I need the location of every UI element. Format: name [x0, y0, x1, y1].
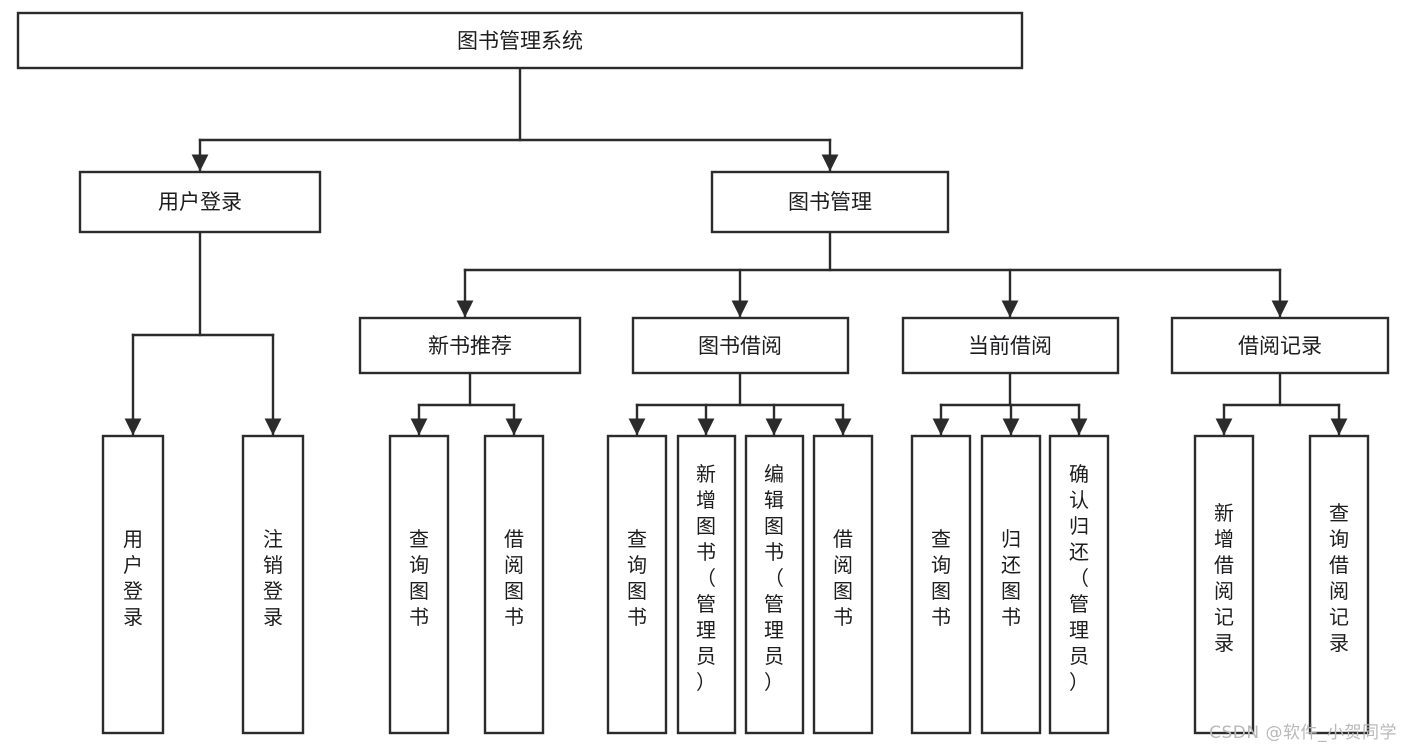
node-login-box[interactable]	[78, 170, 322, 234]
node-leaf-1[interactable]: 用户登录	[101, 434, 165, 735]
node-leaf-12-box[interactable]	[1193, 434, 1255, 735]
node-leaf-5[interactable]: 查询图书	[606, 434, 668, 735]
node-borrow[interactable]: 图书借阅	[631, 316, 850, 375]
node-leaf-11-box[interactable]	[1048, 434, 1110, 735]
node-leaf-5-box[interactable]	[606, 434, 668, 735]
node-leaf-10-box[interactable]	[980, 434, 1042, 735]
node-records-label: 借阅记录	[1238, 334, 1322, 358]
node-leaf-10-label: 归还图书	[1001, 527, 1021, 629]
node-leaf-7-box[interactable]	[744, 434, 805, 735]
node-leaf-5-label: 查询图书	[627, 527, 647, 629]
node-leaf-3-label: 查询图书	[409, 527, 429, 629]
node-leaf-4-box[interactable]	[483, 434, 545, 735]
node-records-box[interactable]	[1170, 316, 1390, 375]
node-login-label: 用户登录	[158, 190, 242, 214]
node-newbook[interactable]: 新书推荐	[358, 316, 582, 375]
node-layer: 图书管理系统 用户登录 图书管理 新书推荐 图书借阅 当前	[16, 11, 1390, 735]
node-records[interactable]: 借阅记录	[1170, 316, 1390, 375]
node-leaf-8-label: 借阅图书	[833, 527, 853, 629]
node-leaf-11[interactable]: 确认归还（管理员）	[1048, 434, 1110, 735]
csdn-watermark: CSDN @软件_小贺同学	[1209, 723, 1397, 743]
node-leaf-9[interactable]: 查询图书	[910, 434, 972, 735]
node-leaf-2-label: 注销登录	[263, 527, 283, 629]
node-bookmgmt-box[interactable]	[710, 170, 950, 234]
node-leaf-1-box[interactable]	[101, 434, 165, 735]
node-root[interactable]: 图书管理系统	[16, 11, 1024, 70]
node-root-box[interactable]	[16, 11, 1024, 70]
node-borrow-box[interactable]	[631, 316, 850, 375]
node-current-label: 当前借阅	[968, 334, 1052, 358]
node-borrow-label: 图书借阅	[698, 334, 782, 358]
node-leaf-8-box[interactable]	[812, 434, 874, 735]
node-bookmgmt-label: 图书管理	[788, 190, 872, 214]
node-leaf-8[interactable]: 借阅图书	[812, 434, 874, 735]
node-bookmgmt[interactable]: 图书管理	[710, 170, 950, 234]
node-leaf-3-box[interactable]	[388, 434, 450, 735]
node-leaf-9-label: 查询图书	[931, 527, 951, 629]
node-current[interactable]: 当前借阅	[901, 316, 1120, 375]
node-newbook-label: 新书推荐	[428, 334, 512, 358]
node-leaf-10[interactable]: 归还图书	[980, 434, 1042, 735]
node-leaf-4-label: 借阅图书	[504, 527, 524, 629]
node-leaf-7[interactable]: 编辑图书（管理员）	[744, 434, 805, 735]
node-newbook-box[interactable]	[358, 316, 582, 375]
node-leaf-1-label: 用户登录	[123, 527, 143, 629]
node-leaf-13-box[interactable]	[1308, 434, 1370, 735]
node-leaf-6-label: 新增图书（管理员）	[696, 462, 716, 694]
node-leaf-2[interactable]: 注销登录	[241, 434, 305, 735]
node-leaf-9-box[interactable]	[910, 434, 972, 735]
node-leaf-7-label: 编辑图书（管理员）	[764, 462, 784, 694]
node-leaf-6[interactable]: 新增图书（管理员）	[676, 434, 737, 735]
node-leaf-11-label: 确认归还（管理员）	[1069, 462, 1089, 694]
node-leaf-2-box[interactable]	[241, 434, 305, 735]
node-leaf-4[interactable]: 借阅图书	[483, 434, 545, 735]
node-current-box[interactable]	[901, 316, 1120, 375]
node-root-label: 图书管理系统	[457, 29, 583, 53]
node-leaf-13[interactable]: 查询借阅记录	[1308, 434, 1370, 735]
connector-layer	[124, 66, 1348, 436]
node-leaf-3[interactable]: 查询图书	[388, 434, 450, 735]
node-login[interactable]: 用户登录	[78, 170, 322, 234]
node-leaf-12-label: 新增借阅记录	[1214, 501, 1234, 655]
node-leaf-12[interactable]: 新增借阅记录	[1193, 434, 1255, 735]
node-leaf-6-box[interactable]	[676, 434, 737, 735]
node-leaf-13-label: 查询借阅记录	[1329, 501, 1349, 655]
